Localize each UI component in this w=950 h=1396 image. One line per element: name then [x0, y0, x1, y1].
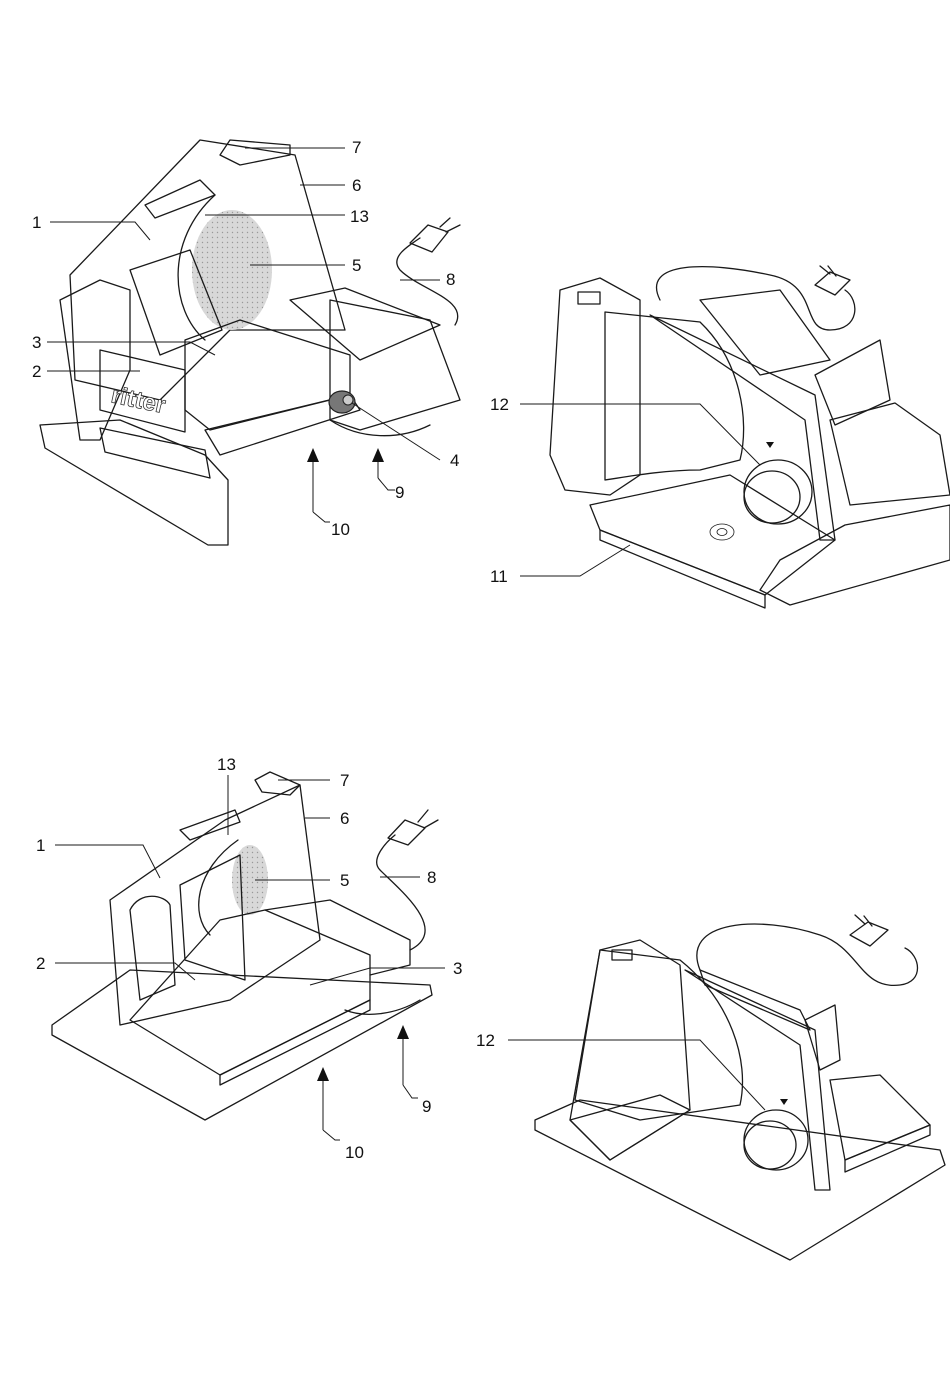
- plug-pin-a: [440, 218, 450, 227]
- callout-6: 6: [340, 809, 349, 828]
- leader-9: [378, 478, 395, 490]
- end-piece-holder: [130, 896, 175, 1000]
- leader-3: [47, 342, 215, 355]
- callout-7: 7: [340, 771, 349, 790]
- carriage-guard: [805, 1005, 840, 1070]
- callout-5: 5: [352, 256, 361, 275]
- callout-12: 12: [490, 395, 509, 414]
- tray-foot-ring: [710, 524, 734, 540]
- callout-2: 2: [36, 954, 45, 973]
- brand-logo: ritter: [109, 381, 168, 419]
- carriage-rail: [290, 288, 440, 360]
- leader-9: [403, 1085, 418, 1098]
- callout-3: 3: [32, 333, 41, 352]
- blade-cover: [605, 312, 744, 480]
- carriage-table: [830, 403, 950, 505]
- plug: [410, 225, 448, 252]
- power-cable: [377, 835, 425, 950]
- carriage-table: [830, 1075, 930, 1160]
- plug: [815, 272, 850, 295]
- knob-indicator: [780, 1099, 788, 1105]
- callout-13: 13: [350, 207, 369, 226]
- underside-arc: [330, 420, 430, 436]
- blade-guard-cap: [180, 810, 240, 840]
- callout-3: 3: [453, 959, 462, 978]
- callout-11: 11: [490, 567, 508, 586]
- callout-6: 6: [352, 176, 361, 195]
- blade-housing-plate: [110, 785, 320, 1025]
- carriage-front-rail: [845, 1125, 930, 1172]
- callout-10: 10: [331, 520, 350, 539]
- housing-foot: [570, 1095, 690, 1160]
- callout-12: 12: [476, 1031, 495, 1050]
- figure-1-slicer-front: ritter 1 2 3 4 5 6: [32, 138, 460, 545]
- motor-housing: [550, 278, 640, 495]
- arrow-9: [372, 448, 384, 462]
- figure-4-slicer-rear-flat: 12: [476, 915, 945, 1260]
- callout-1: 1: [32, 213, 41, 232]
- motor-housing: [570, 940, 690, 1160]
- plug: [388, 820, 425, 845]
- end-piece-holder: [60, 280, 130, 440]
- carriage-front-rail: [220, 1000, 370, 1085]
- callout-10: 10: [345, 1143, 364, 1162]
- callout-8: 8: [427, 868, 436, 887]
- callout-9: 9: [422, 1097, 431, 1116]
- back-plate: [685, 970, 830, 1190]
- callout-5: 5: [340, 871, 349, 890]
- plug-pin-b: [828, 266, 836, 276]
- arrow-10: [307, 448, 319, 462]
- carriage-rail: [265, 900, 410, 975]
- callout-9: 9: [395, 483, 404, 502]
- carriage-tray: [130, 910, 370, 1075]
- tray-foot-center: [717, 529, 727, 536]
- callout-4: 4: [450, 451, 459, 470]
- collecting-tray: [590, 475, 835, 595]
- thickness-knob: [744, 460, 812, 524]
- switch-panel: [578, 292, 600, 304]
- leader-1: [55, 845, 160, 878]
- callout-13: 13: [217, 755, 236, 774]
- figure-3-slicer-front-flat: 1 2 3 5 6 7 8 9 10 13: [36, 755, 462, 1162]
- callout-7: 7: [352, 138, 361, 157]
- on-off-switch-cap: [343, 395, 353, 405]
- leader-11: [520, 545, 630, 576]
- leader-4: [352, 403, 440, 460]
- thickness-knob-inner: [744, 1121, 796, 1169]
- leader-10: [313, 512, 330, 522]
- callout-1: 1: [36, 836, 45, 855]
- carriage-tray: [185, 320, 350, 430]
- figure-2-slicer-rear: 12 11: [490, 266, 950, 608]
- carriage-guard: [815, 340, 890, 425]
- slicer-base: [535, 1100, 945, 1260]
- leader-12: [508, 1040, 765, 1110]
- leader-1: [50, 222, 150, 240]
- leader-10: [323, 1130, 340, 1140]
- plug-pin-b: [424, 820, 438, 828]
- arrow-9: [397, 1025, 409, 1039]
- arrow-10: [317, 1067, 329, 1081]
- thickness-knob: [744, 1110, 808, 1170]
- blade-cover: [575, 950, 743, 1120]
- plug: [850, 922, 888, 946]
- plug-pin-a: [418, 810, 428, 822]
- base-slider: [100, 428, 210, 478]
- blade-disc: [192, 210, 272, 330]
- collecting-tray-front: [600, 530, 765, 608]
- callout-8: 8: [446, 270, 455, 289]
- slicer-base: [40, 420, 228, 545]
- plug-pin-b: [446, 225, 460, 232]
- callout-2: 2: [32, 362, 41, 381]
- blade-edge: [199, 840, 238, 935]
- back-plate: [650, 315, 835, 540]
- switch-panel: [255, 772, 300, 795]
- knob-indicator: [766, 442, 774, 448]
- slicer-base: [760, 505, 950, 605]
- thickness-knob-inner: [744, 471, 800, 523]
